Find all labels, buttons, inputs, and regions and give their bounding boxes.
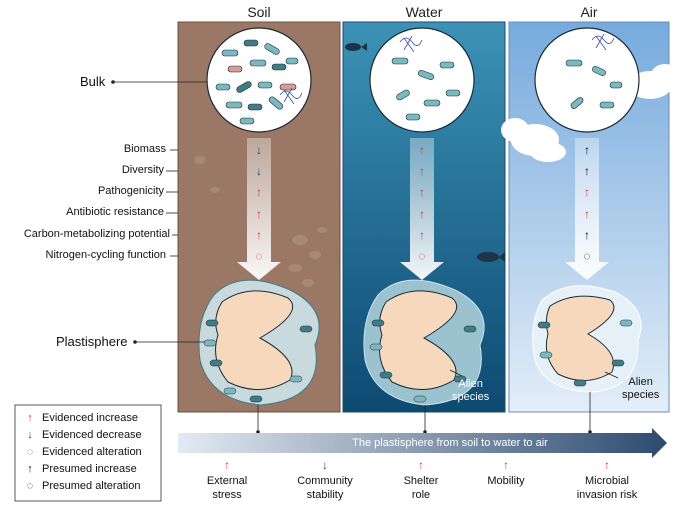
- soil-title: Soil: [247, 4, 271, 20]
- property-labels: Biomass Diversity Pathogenicity Antibiot…: [0, 0, 170, 270]
- outcome-mobility: Mobility: [487, 475, 525, 487]
- legend-evidenced-alteration: ◌ Evidenced alteration: [22, 446, 142, 458]
- air-title: Air: [580, 4, 598, 20]
- soil-increase-icon: ↑: [256, 227, 262, 242]
- soil-pebbles: [194, 156, 327, 287]
- legend-evidenced-increase: ↑ Evidenced increase: [22, 412, 138, 424]
- outcome-invasion-risk: Microbial invasion risk: [576, 475, 638, 501]
- alien-species-water: Alien species: [452, 378, 489, 404]
- water-increase-icon: ↑: [419, 164, 425, 179]
- vertical-arrows: [237, 138, 609, 280]
- alien-species-air: Alien species: [622, 376, 659, 402]
- plastisphere-shapes: [198, 279, 642, 406]
- increase-arrow-icon: ↑: [27, 412, 33, 424]
- property-biomass: Biomass: [123, 143, 166, 155]
- alien-species-air-text: Alien species: [622, 376, 660, 401]
- outcome-mobility-arrow-icon: ↑: [503, 458, 509, 472]
- legend-label: Presumed increase: [42, 463, 137, 475]
- soil-increase-icon: ↑: [256, 185, 262, 200]
- alien-species-water-text: Alien species: [452, 378, 490, 403]
- biofilm-cells: [203, 319, 633, 403]
- alteration-circle-icon: ◌: [26, 446, 34, 458]
- gradient-arrow: [178, 428, 667, 458]
- cloud-icons: [501, 64, 676, 162]
- legend-label: Evidenced alteration: [42, 446, 142, 458]
- legend-label: Evidenced decrease: [42, 429, 142, 441]
- fish-icons: [345, 43, 505, 262]
- legend-presumed-alteration: ◌ Presumed alteration: [22, 480, 141, 492]
- outcome-external-stress-arrow-icon: ↑: [224, 458, 230, 472]
- air-presumed-increase-icon: ↑: [584, 164, 590, 179]
- property-nitrogen-cycling: Nitrogen-cycling function: [45, 249, 166, 261]
- leader-dots: [111, 80, 592, 434]
- air-increase-icon: ↑: [584, 206, 590, 221]
- bulk-label: Bulk: [80, 74, 106, 89]
- water-increase-icon: ↑: [419, 206, 425, 221]
- air-presumed-increase-icon: ↑: [584, 143, 590, 157]
- soil-decrease-icon: ↓: [256, 143, 262, 157]
- legend: ↑Evidenced increase ↓Evidenced decrease …: [22, 410, 162, 500]
- property-antibiotic-resistance: Antibiotic resistance: [66, 206, 164, 218]
- outcome-community-stability: Community stability: [297, 475, 353, 501]
- soil-alteration-icon: ◌: [255, 249, 263, 263]
- legend-box: [14, 404, 162, 502]
- bulk-circles: [206, 27, 640, 133]
- decrease-arrow-icon: ↓: [27, 429, 33, 441]
- legend-presumed-increase: ↑ Presumed increase: [22, 463, 137, 475]
- water-alteration-icon: ◌: [418, 249, 426, 263]
- legend-label: Evidenced increase: [42, 412, 139, 424]
- outcome-shelter-role: Shelter role: [403, 475, 439, 501]
- property-pathogenicity: Pathogenicity: [97, 185, 164, 197]
- outcome-shelter-role-arrow-icon: ↑: [418, 458, 424, 472]
- outcome-community-stability-arrow-icon: ↓: [322, 458, 328, 472]
- soil-decrease-icon: ↓: [256, 164, 262, 179]
- presumed-alteration-circle-icon: ◌: [26, 480, 34, 492]
- air-presumed-alteration-icon: ◌: [583, 249, 591, 263]
- water-increase-icon: ↑: [419, 185, 425, 200]
- filament-icons: [279, 33, 615, 105]
- property-carbon-metabolizing: Carbon-metabolizing potential: [23, 228, 170, 240]
- legend-evidenced-decrease: ↓ Evidenced decrease: [22, 429, 142, 441]
- soil-increase-icon: ↑: [256, 206, 262, 221]
- leader-lines: [113, 81, 619, 432]
- water-increase-icon: ↑: [419, 227, 425, 242]
- water-increase-icon: ↑: [419, 143, 425, 157]
- outcome-external-stress: External stress: [206, 475, 248, 501]
- presumed-increase-arrow-icon: ↑: [27, 463, 33, 475]
- plastisphere-label: Plastisphere: [56, 334, 128, 349]
- air-presumed-increase-icon: ↑: [584, 227, 590, 242]
- outcome-invasion-risk-arrow-icon: ↑: [604, 458, 610, 472]
- air-increase-icon: ↑: [584, 185, 590, 200]
- gradient-arrow-label: The plastisphere from soil to water to a…: [352, 437, 548, 449]
- property-diversity: Diversity: [121, 164, 164, 176]
- water-title: Water: [405, 4, 443, 20]
- bulk-microbes: [215, 39, 623, 125]
- legend-label: Presumed alteration: [42, 480, 141, 492]
